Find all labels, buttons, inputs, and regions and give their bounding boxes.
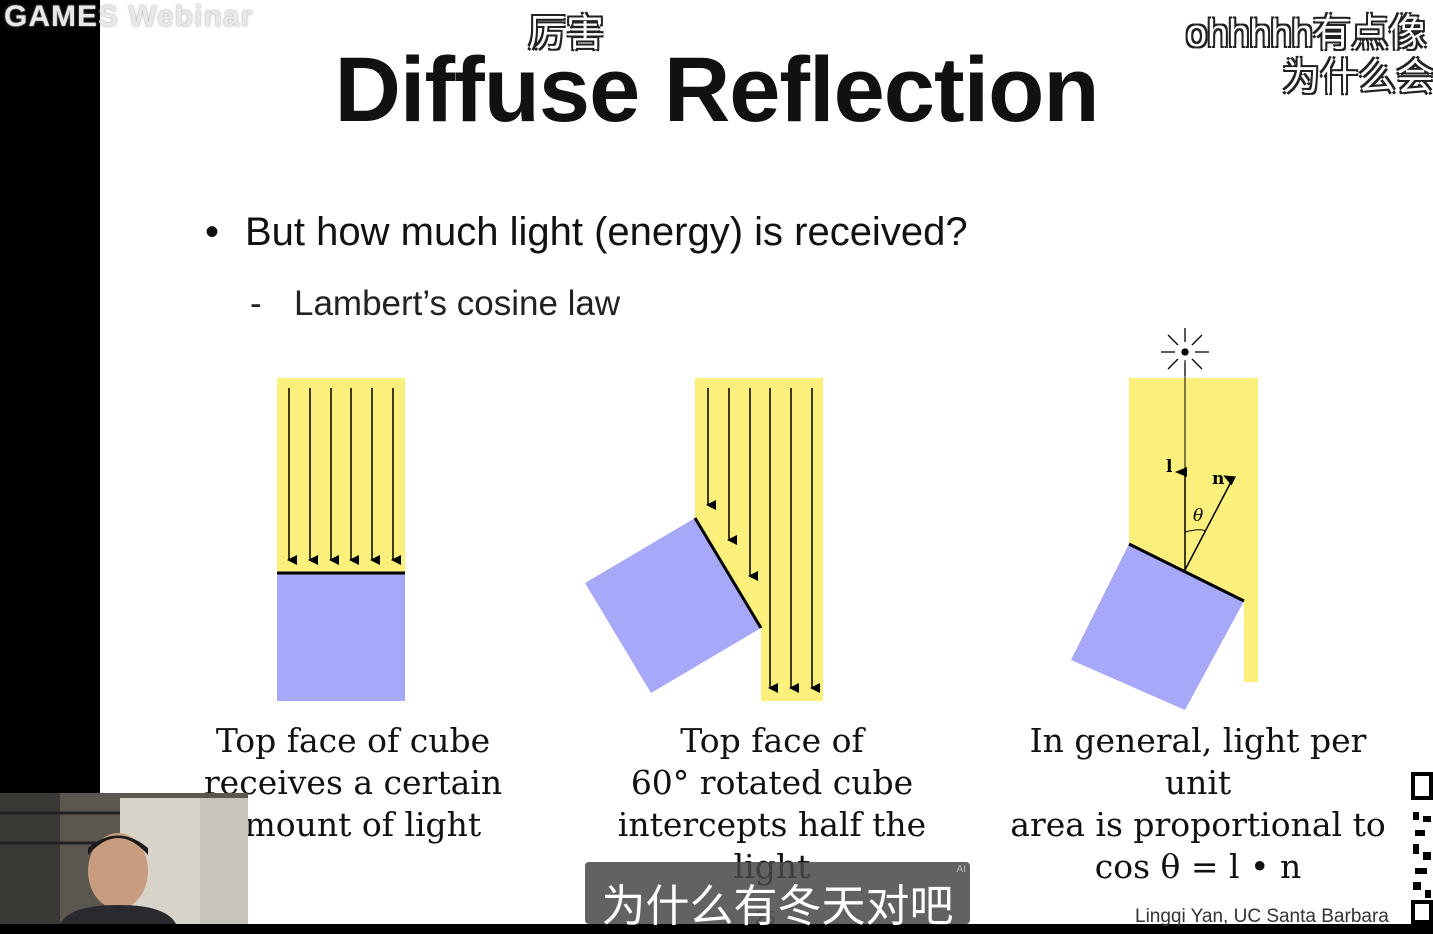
diagram-flat-cube — [277, 378, 405, 701]
subtitle-text: 为什么有冬天对吧 — [601, 882, 954, 931]
app-logo: GAMES Webinar — [4, 0, 254, 33]
angle-label: θ — [1193, 506, 1203, 526]
slide-title: Diffuse Reflection — [334, 39, 1099, 141]
caption-line: cos θ = l • n — [1094, 847, 1302, 886]
caption-line: Top face of cube — [215, 721, 491, 760]
bullet-point: • But how much light (energy) is received… — [205, 210, 968, 255]
sub-bullet-point: -Lambert’s cosine law — [250, 284, 620, 324]
cube-2 — [585, 518, 761, 693]
caption-line: area is proportional to — [1010, 805, 1386, 844]
cube-3 — [1071, 544, 1244, 710]
danmaku-comment: 厉害 — [528, 13, 605, 55]
caption-line: In general, light per unit — [1029, 721, 1367, 802]
left-black-strip — [0, 0, 100, 924]
caption-general-case: In general, light per unit area is propo… — [1008, 720, 1388, 888]
danmaku-comment: ohhhhh有点像 — [1186, 13, 1427, 55]
sub-bullet-marker: - — [250, 284, 262, 323]
light-beam-1 — [277, 378, 405, 573]
caption-line: amount of light — [224, 805, 482, 844]
cube-1 — [277, 573, 405, 701]
sun-icon — [1161, 328, 1209, 376]
presenter-webcam — [0, 793, 248, 924]
caption-line: 60° rotated cube — [630, 763, 914, 802]
caption-line: receives a certain — [203, 763, 503, 802]
ai-badge: AI — [956, 864, 966, 875]
normal-vector-label: n — [1212, 469, 1224, 489]
danmaku-comment: 为什么会 — [1282, 57, 1433, 99]
slide-footer: Lingqi Yan, UC Santa Barbara — [1135, 906, 1389, 927]
subtitle-bar: 为什么有冬天对吧 AI — [585, 862, 970, 931]
caption-flat-cube: Top face of cube receives a certain amou… — [163, 720, 543, 846]
diagram-rotated-cube — [585, 378, 823, 701]
sub-bullet-text: Lambert’s cosine law — [294, 284, 621, 323]
light-vector-label: l — [1166, 457, 1173, 477]
caption-line: Top face of — [680, 721, 864, 760]
qr-code-icon[interactable] — [1411, 772, 1433, 924]
diagram-general-case: l n θ — [1071, 328, 1258, 710]
bullet-text: But how much light (energy) is received? — [245, 210, 968, 254]
bullet-marker: • — [205, 210, 220, 254]
